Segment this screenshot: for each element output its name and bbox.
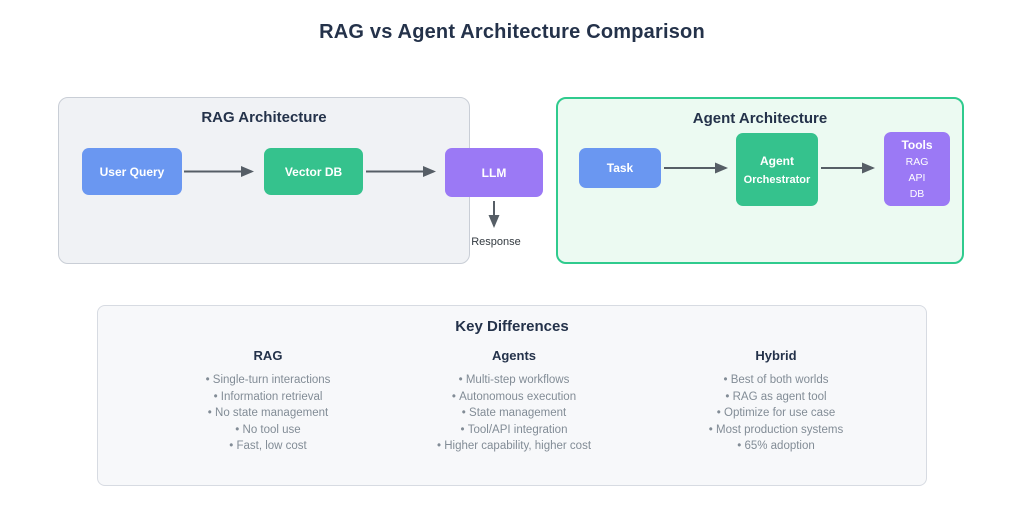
response-label: Response [471,236,521,248]
list-item: Best of both worlds [646,372,906,389]
list-item: No tool use [138,422,398,439]
key-differences-column-hybrid: Hybrid Best of both worlds RAG as agent … [646,348,906,455]
node-tools-item-rag: RAG [905,156,929,168]
node-agent-orchestrator: Agent Orchestrator [736,133,818,206]
key-differences-column-agents: Agents Multi-step workflows Autonomous e… [384,348,644,455]
node-tools-item-db: DB [909,188,925,200]
node-vector-db-label: Vector DB [284,164,343,179]
node-agent-orchestrator-line2: Orchestrator [743,173,811,186]
rag-panel-title: RAG Architecture [201,109,327,126]
node-user-query-label: User Query [99,164,165,179]
column-heading-hybrid: Hybrid [755,348,797,363]
node-llm: LLM [445,148,543,197]
list-item: 65% adoption [646,438,906,455]
list-item: Autonomous execution [384,389,644,406]
list-item: Fast, low cost [138,438,398,455]
list-item: RAG as agent tool [646,389,906,406]
node-llm-label: LLM [481,165,507,180]
node-tools: Tools RAG API DB [884,132,950,206]
list-item: Higher capability, higher cost [384,438,644,455]
key-differences-title: Key Differences [455,318,569,335]
list-item: Multi-step workflows [384,372,644,389]
node-tools-title: Tools [901,138,933,152]
list-item: Single-turn interactions [138,372,398,389]
list-item: Information retrieval [138,389,398,406]
node-vector-db: Vector DB [264,148,363,195]
column-heading-agents: Agents [491,348,537,363]
list-item: Optimize for use case [646,405,906,422]
list-item: No state management [138,405,398,422]
agent-panel-title: Agent Architecture [692,110,828,127]
list-item: Most production systems [646,422,906,439]
node-user-query: User Query [82,148,182,195]
column-heading-rag: RAG [253,348,283,363]
key-differences-column-rag: RAG Single-turn interactions Information… [138,348,398,455]
key-differences-panel: Key Differences RAG Single-turn interact… [97,305,927,486]
list-item: Tool/API integration [384,422,644,439]
node-task-label: Task [606,161,634,175]
node-tools-item-api: API [908,172,926,184]
node-agent-orchestrator-line1: Agent [760,153,794,168]
page-title: RAG vs Agent Architecture Comparison [319,21,705,43]
node-task: Task [579,148,661,188]
list-item: State management [384,405,644,422]
